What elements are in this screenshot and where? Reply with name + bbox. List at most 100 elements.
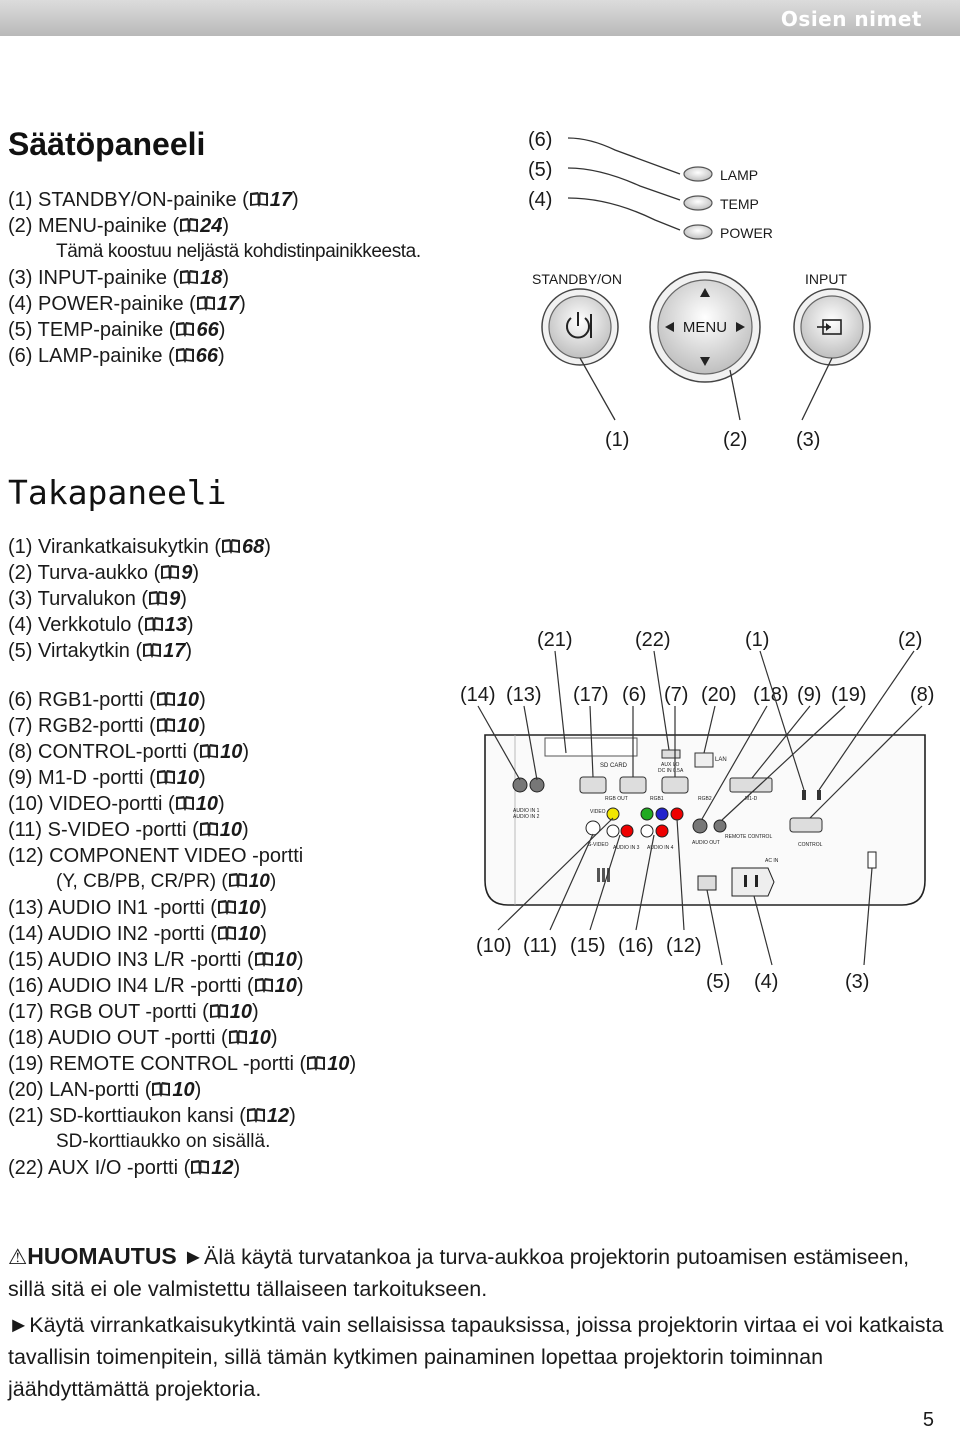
callout-3-rear: (3) [845, 971, 869, 993]
list-item: (1) STANDBY/ON-painike (17) [8, 189, 299, 211]
callout-11: (11) [523, 935, 557, 957]
video-port[interactable] [606, 807, 620, 821]
caution-notice: ⚠HUOMAUTUS ►Älä käytä turvatankoa ja tur… [8, 1240, 948, 1405]
audio-in2-port[interactable] [512, 777, 528, 793]
list-item: (7) RGB2-portti (10) [8, 715, 206, 737]
book-icon [175, 793, 195, 811]
rgb1-label: RGB1 [650, 796, 664, 802]
input-label: INPUT [805, 271, 847, 287]
list-item: (11) S-VIDEO -portti (10) [8, 819, 249, 841]
callout-4-rear: (4) [754, 971, 778, 993]
book-icon [254, 975, 274, 993]
remote-control-port[interactable] [713, 819, 727, 833]
callout-7: (7) [664, 684, 688, 706]
list-item: (16) AUDIO IN4 L/R -portti (10) [8, 975, 304, 997]
book-icon [196, 293, 216, 311]
control-port[interactable] [789, 817, 823, 833]
list-item: (19) REMOTE CONTROL -portti (10) [8, 1053, 357, 1075]
arrow-down-icon[interactable] [700, 357, 710, 366]
book-icon [190, 1157, 210, 1175]
ac-inlet[interactable] [731, 867, 775, 897]
control-panel-title: Säätöpaneeli [8, 126, 206, 162]
arrow-bullet-icon: ► [8, 1313, 30, 1337]
audio-in1-port[interactable] [529, 777, 545, 793]
standby-on-button[interactable] [548, 295, 612, 359]
video-label: VIDEO [590, 809, 606, 815]
book-icon [228, 871, 248, 888]
audio-in3-label: AUDIO IN 3 [613, 845, 640, 851]
lan-port[interactable] [694, 752, 714, 768]
power-icon [566, 312, 592, 339]
aux-io-port[interactable] [661, 749, 681, 759]
callout-6: (6) [528, 129, 552, 151]
m1d-label: M1-D [745, 796, 758, 802]
component-cb-port[interactable] [655, 807, 669, 821]
remote-control-label: REMOTE CONTROL [725, 834, 772, 840]
power-indicator[interactable] [683, 224, 713, 240]
arrow-right-icon[interactable] [736, 322, 745, 332]
callout-9: (9) [797, 684, 821, 706]
list-item: (15) AUDIO IN3 L/R -portti (10) [8, 949, 304, 971]
audio-in4-r-port[interactable] [655, 824, 669, 838]
list-item: (6) LAMP-painike (66) [8, 345, 225, 367]
list-item: (6) RGB1-portti (10) [8, 689, 206, 711]
callout-4: (4) [528, 189, 552, 211]
list-item: (2) MENU-painike (24) [8, 215, 230, 237]
power-switch[interactable] [697, 875, 717, 891]
audio-out-port[interactable] [692, 818, 708, 834]
lamp-indicator[interactable] [683, 166, 713, 182]
control-panel-list: (1) STANDBY/ON-painike (17) (2) MENU-pai… [8, 187, 421, 369]
rgb2-port[interactable] [661, 776, 689, 794]
indicator-lamp-label: LAMP [720, 167, 758, 183]
audio-in4-label: AUDIO IN 4 [647, 845, 674, 851]
m1d-port[interactable] [729, 777, 773, 793]
audio-out-label: AUDIO OUT [692, 840, 720, 846]
callout-2-rear: (2) [898, 629, 922, 651]
rgb1-port[interactable] [619, 776, 647, 794]
callout-1: (1) [605, 429, 629, 451]
list-item: (3) INPUT-painike (18) [8, 267, 230, 289]
book-icon [228, 1027, 248, 1045]
book-icon [160, 562, 180, 580]
rear-panel-list-a: (1) Virankatkaisukytkin (68) (2) Turva-a… [8, 534, 271, 664]
caution-label: HUOMAUTUS [27, 1243, 177, 1269]
security-slot[interactable] [817, 790, 821, 800]
menu-button[interactable] [657, 279, 753, 375]
list-item: (5) TEMP-painike (66) [8, 319, 226, 341]
aux-io-label: AUX I/O [661, 762, 679, 768]
callout-12: (12) [666, 935, 702, 957]
caution-line-2: Käytä virrankatkaisukytkintä vain sellai… [8, 1313, 944, 1401]
component-y-port[interactable] [640, 807, 654, 821]
sd-card-label: SD CARD [600, 763, 628, 769]
callout-3: (3) [796, 429, 820, 451]
list-item: (20) LAN-portti (10) [8, 1079, 202, 1101]
s-video-label: S-VIDEO [588, 842, 609, 848]
list-item: (22) AUX I/O -portti (12) [8, 1157, 241, 1179]
page-number: 5 [922, 1409, 934, 1431]
security-bar[interactable] [867, 851, 877, 869]
audio-in1-label: AUDIO IN 1 [513, 808, 540, 814]
shutdown-switch[interactable] [802, 790, 806, 800]
callout-19: (19) [831, 684, 867, 706]
component-cr-port[interactable] [670, 807, 684, 821]
callout-8: (8) [910, 684, 934, 706]
indicator-power-label: POWER [720, 225, 773, 241]
callout-10: (10) [476, 935, 512, 957]
audio-in3-r-port[interactable] [620, 824, 634, 838]
standby-on-label: STANDBY/ON [532, 271, 622, 287]
book-icon [249, 189, 269, 207]
rear-panel-title: Takapaneeli [8, 473, 227, 512]
list-item: (10) VIDEO-portti (10) [8, 793, 225, 815]
rgb-out-port[interactable] [579, 776, 607, 794]
arrow-up-icon[interactable] [700, 288, 710, 297]
book-icon [199, 741, 219, 759]
book-icon [175, 319, 195, 337]
audio-in4-l-port[interactable] [640, 824, 654, 838]
audio-in3-l-port[interactable] [606, 824, 620, 838]
book-icon [217, 897, 237, 915]
book-icon [209, 1001, 229, 1019]
input-button[interactable] [800, 295, 864, 359]
temp-indicator[interactable] [683, 195, 713, 211]
arrow-left-icon[interactable] [665, 322, 674, 332]
list-item: (18) AUDIO OUT -portti (10) [8, 1027, 278, 1049]
